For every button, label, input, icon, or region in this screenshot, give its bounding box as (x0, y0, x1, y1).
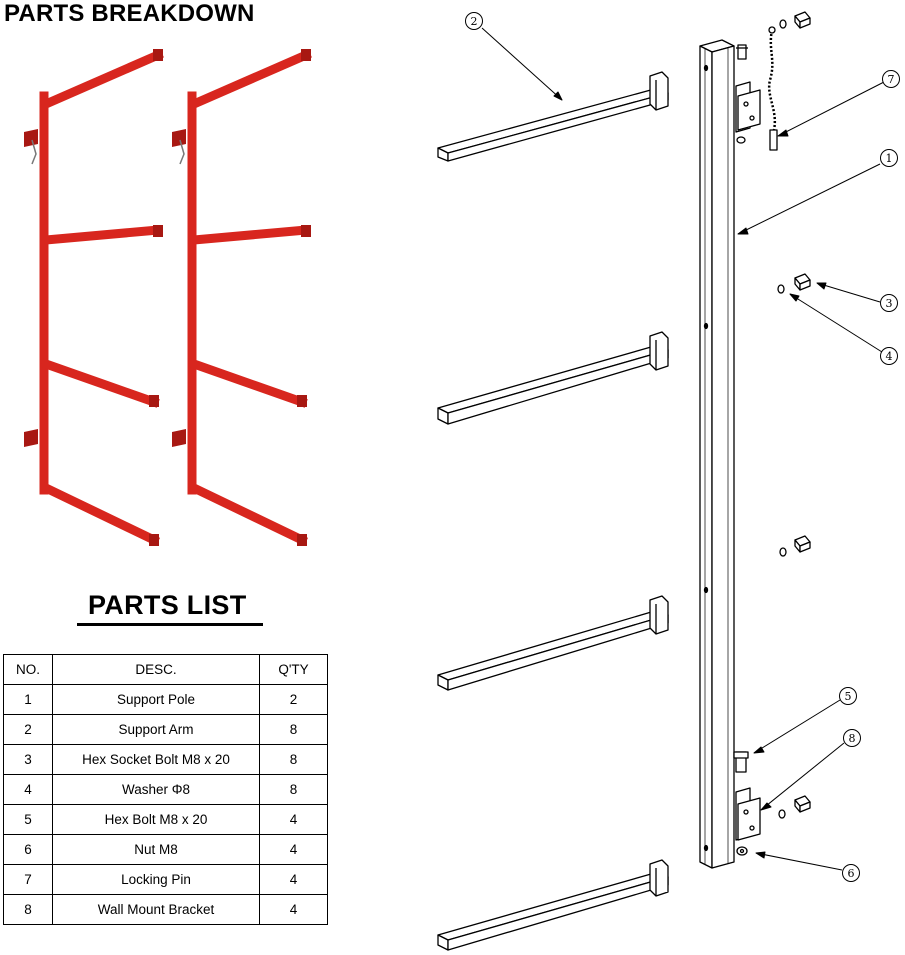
cell-qty: 8 (259, 744, 328, 775)
hex-socket-bolt-set-1 (779, 11, 811, 29)
rack-arm-end (301, 225, 311, 237)
support-arm-4 (437, 859, 669, 951)
rack-arm-end (149, 534, 159, 546)
svg-text:1: 1 (886, 152, 893, 165)
svg-text:7: 7 (888, 73, 895, 86)
rack-arm (39, 481, 161, 547)
rack-wall-bracket (172, 429, 186, 447)
cell-no: 4 (3, 774, 53, 805)
wall-mount-bracket-top (735, 44, 761, 144)
rack-arm (189, 225, 311, 245)
leader-lines (481, 27, 885, 871)
wall-mount-bracket-bottom (735, 787, 761, 841)
svg-text:3: 3 (886, 297, 893, 310)
callout-5: 5 (839, 687, 857, 705)
nut (736, 846, 748, 856)
rack-arm-end (149, 395, 159, 407)
rack-top-arm (188, 49, 312, 110)
hex-socket-bolt-set-3 (779, 535, 811, 557)
rack-arm-end (153, 49, 163, 61)
rack-locking-pin (31, 139, 37, 165)
cell-no: 7 (3, 864, 53, 895)
table-header-row: NO. DESC. Q'TY (3, 654, 328, 685)
svg-text:6: 6 (848, 867, 855, 880)
header-qty: Q'TY (259, 654, 328, 685)
svg-text:2: 2 (471, 15, 478, 28)
cell-qty: 4 (259, 834, 328, 865)
rack-arm-end (301, 49, 311, 61)
support-arm-1 (437, 71, 669, 162)
header-desc: DESC. (52, 654, 260, 685)
cell-desc: Locking Pin (52, 864, 260, 895)
svg-text:8: 8 (849, 732, 856, 745)
cell-qty: 4 (259, 804, 328, 835)
cell-no: 3 (3, 744, 53, 775)
cell-no: 5 (3, 804, 53, 835)
hex-socket-bolt-set-4 (778, 795, 811, 819)
locking-pin (767, 26, 778, 151)
callout-1: 1 (880, 149, 898, 167)
cell-desc: Wall Mount Bracket (52, 894, 260, 925)
cell-no: 2 (3, 714, 53, 745)
callout-3: 3 (880, 294, 898, 312)
rack-arm (40, 358, 160, 408)
rack-arm-end (153, 225, 163, 237)
cell-desc: Support Arm (52, 714, 260, 745)
cell-desc: Hex Socket Bolt M8 x 20 (52, 744, 260, 775)
cell-no: 6 (3, 834, 53, 865)
rack-wall-bracket (172, 129, 186, 147)
cell-desc: Nut M8 (52, 834, 260, 865)
rack-wall-bracket (24, 429, 38, 447)
rack-arm (188, 358, 308, 408)
cell-qty: 2 (259, 684, 328, 715)
hex-socket-bolt-set-2 (777, 273, 811, 294)
cell-no: 8 (3, 894, 53, 925)
rack-locking-pin (179, 139, 185, 165)
rack-wall-bracket (24, 129, 38, 147)
rack-top-arm (40, 49, 164, 110)
rack-arm (187, 481, 309, 547)
cell-desc: Hex Bolt M8 x 20 (52, 804, 260, 835)
cell-no: 1 (3, 684, 53, 715)
assembled-rack-right (172, 49, 312, 547)
callout-8: 8 (843, 729, 861, 747)
rack-arm-end (297, 395, 307, 407)
callout-2: 2 (465, 12, 483, 30)
svg-text:4: 4 (886, 350, 893, 363)
rack-arm-end (297, 534, 307, 546)
cell-qty: 4 (259, 864, 328, 895)
parts-breakdown-title: PARTS BREAKDOWN (4, 0, 255, 27)
svg-text:5: 5 (845, 690, 852, 703)
cell-desc: Washer Φ8 (52, 774, 260, 805)
cell-desc: Support Pole (52, 684, 260, 715)
hex-bolt (733, 751, 749, 773)
parts-list-title: PARTS LIST (88, 590, 247, 620)
rack-arm (41, 225, 163, 245)
assembled-rack-left (24, 49, 164, 547)
cell-qty: 8 (259, 714, 328, 745)
support-pole (699, 39, 735, 869)
cell-qty: 8 (259, 774, 328, 805)
support-arm-3 (437, 595, 669, 691)
parts-list-underline (77, 623, 263, 626)
callout-4: 4 (880, 347, 898, 365)
cell-qty: 4 (259, 894, 328, 925)
callout-7: 7 (882, 70, 900, 88)
header-no: NO. (3, 654, 53, 685)
callout-6: 6 (842, 864, 860, 882)
support-arm-2 (437, 331, 669, 425)
